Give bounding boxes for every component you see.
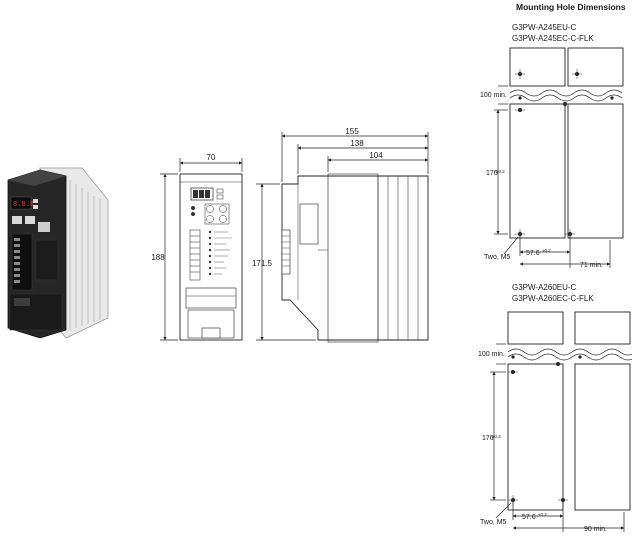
model-top-2: G3PW-A245EC-C-FLK <box>512 34 594 43</box>
front-height-label: 188 <box>151 253 165 262</box>
top-pitch-label: 57.6 <box>526 250 540 257</box>
side-height-label: 171.5 <box>252 259 273 268</box>
bottom-height-tol: ±0.2 <box>492 434 501 439</box>
layout-top: 100 min. 176 ±0.2 57.6 ±0.2 71 min. <box>480 47 624 269</box>
svg-text:8.8.8: 8.8.8 <box>13 201 34 209</box>
top-spacing-label: 71 min. <box>580 262 603 269</box>
model-bottom-2: G3PW-A260EC-C-FLK <box>512 294 594 303</box>
top-height-label: 176 <box>486 170 498 177</box>
side-depth-155-label: 155 <box>345 127 359 136</box>
bottom-spacing-label: 90 min. <box>584 526 607 533</box>
side-depth-104-label: 104 <box>369 151 383 160</box>
bottom-gap-label: 100 min. <box>478 351 505 358</box>
panel-title: Mounting Hole Dimensions <box>516 2 626 12</box>
bottom-hole-label: Two, M5 <box>480 519 507 526</box>
bottom-pitch-label: 57.6 <box>522 514 536 521</box>
model-bottom-1: G3PW-A260EU-C <box>512 283 577 292</box>
mounting-hole-panel: Mounting Hole Dimensions G3PW-A245EU-C G… <box>478 2 632 533</box>
bottom-pitch-tol: ±0.2 <box>538 512 547 517</box>
product-photo: 8.8.8 <box>7 167 109 339</box>
front-width-label: 70 <box>207 153 216 162</box>
side-depth-138-label: 138 <box>350 139 364 148</box>
side-view: 155 138 104 171.5 <box>252 127 429 343</box>
top-height-tol: ±0.2 <box>496 169 505 174</box>
top-pitch-tol: ±0.2 <box>542 248 551 253</box>
top-gap-label: 100 min. <box>480 92 507 99</box>
bottom-height-label: 176 <box>482 435 494 442</box>
top-hole-label: Two, M5 <box>484 254 511 261</box>
front-view: 70 188 <box>151 153 243 341</box>
layout-bottom: 100 min. 176 ±0.2 57.6 ±0.2 90 min. <box>478 311 632 533</box>
model-top-1: G3PW-A245EU-C <box>512 23 577 32</box>
